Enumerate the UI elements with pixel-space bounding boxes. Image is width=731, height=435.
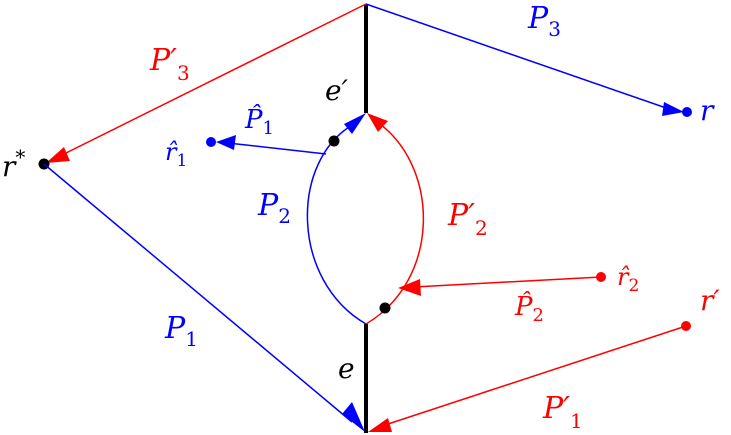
branch-point-p2-prime-dot [379,302,391,314]
node-r-hat-1-dot [206,137,216,147]
node-r-prime-dot [681,321,691,331]
path-p3-arrowhead-icon [662,102,684,116]
path-p2-hat-arrowhead-icon [398,279,421,296]
label-r-star: r* [2,145,25,183]
path-p3-prime-arrowhead-icon [46,147,70,163]
label-p3: P3 [527,1,561,41]
label-p1-prime: P′1 [542,391,583,433]
label-r-hat-2: r̂2 [617,263,639,296]
path-p1-line [43,163,353,423]
label-p1: P1 [164,311,198,351]
node-r-dot [682,107,692,117]
label-p2-hat: P̂2 [514,291,544,326]
label-p1-hat: P̂1 [244,104,274,139]
path-p1-arrowhead-icon [342,402,365,432]
path-p2-prime-arc [365,123,425,325]
path-p1-hat-line [227,142,327,155]
path-p1-prime-arrowhead-icon [368,418,392,432]
path-p2-arrowhead-icon [344,113,366,134]
path-p3-line [365,3,673,111]
label-p2-prime: P′2 [447,198,488,240]
label-p3-prime: P′3 [149,43,190,85]
path-p2-arc [306,123,367,325]
label-e-prime: e′ [325,74,349,107]
path-p1-prime-line [381,325,687,427]
path-p2-hat-line [413,276,602,288]
path-p3-prime-line [59,3,367,157]
path-p1-hat-arrowhead-icon [216,135,236,150]
label-e: e [338,352,355,385]
label-r-hat-1: r̂1 [165,138,187,171]
path-p2-prime-arrowhead-icon [367,113,388,132]
branch-point-p2-dot [328,135,340,147]
label-r: r [700,94,715,127]
label-r-prime: r′ [700,284,720,317]
label-p2: P2 [257,188,291,228]
